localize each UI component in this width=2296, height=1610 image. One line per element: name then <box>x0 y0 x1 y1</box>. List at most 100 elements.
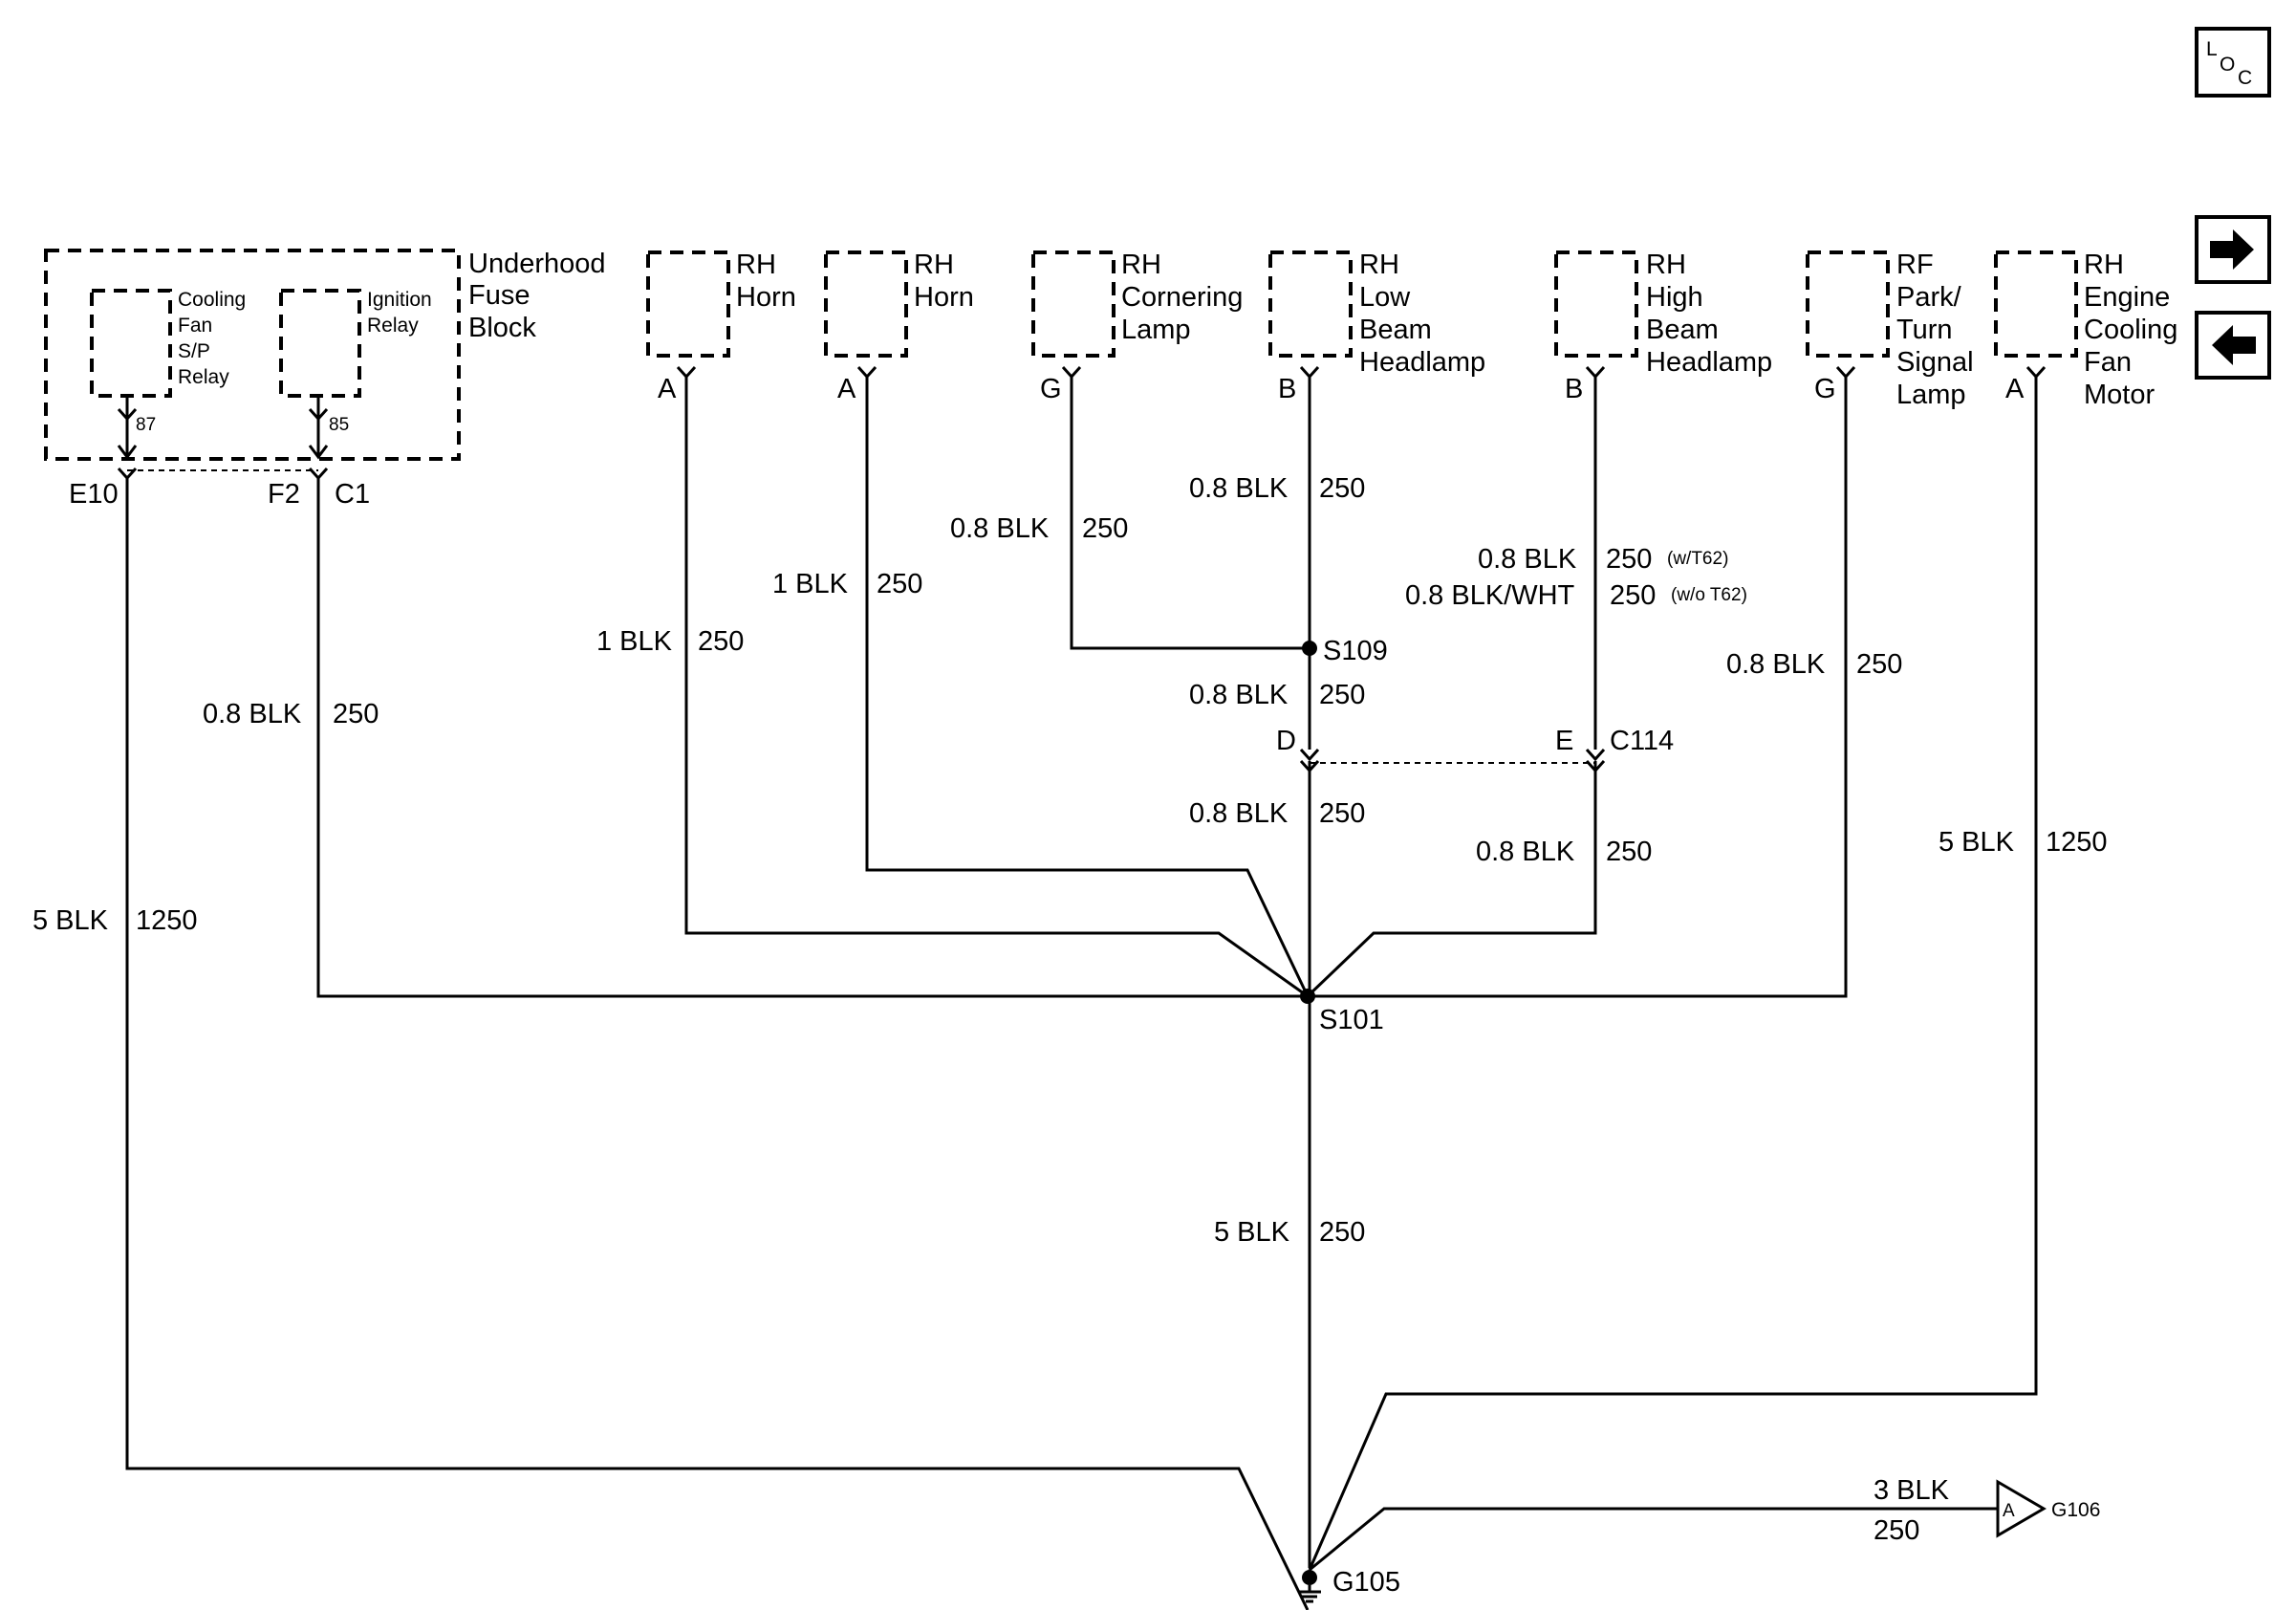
c114-label: C114 <box>1610 726 1674 756</box>
c114-pin-d: D <box>1276 726 1296 756</box>
splice-s101-dot <box>1300 989 1315 1004</box>
arrow-left-icon <box>2212 325 2256 365</box>
park-label-2: Park/ <box>1896 282 1962 313</box>
w-horn1-size: 1 BLK <box>596 626 673 657</box>
corner-label-1: RH <box>1121 250 1161 280</box>
w-high-bot-circuit: 250 <box>1606 837 1652 867</box>
w-horn1-circuit: 250 <box>698 626 744 657</box>
g106-label: G106 <box>2051 1499 2100 1521</box>
low-pin: B <box>1278 374 1296 404</box>
wire-labels: 5 BLK 1250 0.8 BLK 250 1 BLK 250 1 BLK 2… <box>32 473 2108 1546</box>
w-high-a-size: 0.8 BLK <box>1478 544 1577 575</box>
w-trunk-circuit: 250 <box>1319 1217 1365 1248</box>
loc-button[interactable]: L O C <box>2195 27 2271 98</box>
w-g106-size: 3 BLK <box>1874 1475 1950 1506</box>
splice-s109-label: S109 <box>1323 636 1388 666</box>
fan-label-3: Cooling <box>2084 315 2177 345</box>
prev-page-button[interactable] <box>2195 311 2271 380</box>
w-park-circuit: 250 <box>1856 649 1902 680</box>
w-park-size: 0.8 BLK <box>1726 649 1826 680</box>
w-high-b-size: 0.8 BLK/WHT <box>1405 580 1575 611</box>
connector-c114: D E C114 <box>1276 726 1674 773</box>
pin-87-label: 87 <box>136 415 156 435</box>
w-high-a-note: (w/T62) <box>1667 549 1728 569</box>
high-label-4: Headlamp <box>1646 347 1772 378</box>
w-high-a-circuit: 250 <box>1606 544 1652 575</box>
splice-s101-label: S101 <box>1319 1005 1384 1035</box>
g106-pin-label: A <box>2003 1501 2015 1521</box>
low-label-2: Low <box>1359 282 1411 313</box>
w-low-mid-size: 0.8 BLK <box>1189 680 1289 710</box>
fuse-block-label-3: Block <box>468 313 536 343</box>
underhood-fuse-block: Underhood Fuse Block Cooling Fan S/P Rel… <box>44 249 606 510</box>
conn-c1-label: C1 <box>335 479 370 510</box>
horn2-pin: A <box>837 374 856 404</box>
w-low-top-circuit: 250 <box>1319 473 1365 504</box>
w-fan-circuit: 1250 <box>2046 827 2108 858</box>
w-high-b-note: (w/o T62) <box>1671 585 1747 605</box>
w-e10-size: 5 BLK <box>32 905 109 936</box>
w-high-bot-size: 0.8 BLK <box>1476 837 1575 867</box>
corner-pin: G <box>1040 374 1062 404</box>
c114-pin-e: E <box>1555 726 1573 756</box>
splice-s109-dot <box>1302 641 1317 656</box>
cooling-fan-relay-box <box>90 289 172 398</box>
w-c1-size: 0.8 BLK <box>203 699 302 729</box>
fan-label-2: Engine <box>2084 282 2170 313</box>
low-label-1: RH <box>1359 250 1399 280</box>
fuse-block-label-2: Fuse <box>468 280 530 311</box>
w-low-bot-size: 0.8 BLK <box>1189 798 1289 829</box>
corner-label-3: Lamp <box>1121 315 1191 345</box>
ignition-relay-box <box>279 289 361 398</box>
low-label-4: Headlamp <box>1359 347 1485 378</box>
w-high-b-circuit: 250 <box>1610 580 1656 611</box>
corner-label-2: Cornering <box>1121 282 1243 313</box>
w-low-top-size: 0.8 BLK <box>1189 473 1289 504</box>
high-label-3: Beam <box>1646 315 1719 345</box>
fan-pin: A <box>2005 374 2025 404</box>
component-rh-low-beam-headlamp: RH Low Beam Headlamp B <box>1268 250 1485 404</box>
w-corner-circuit: 250 <box>1082 513 1128 544</box>
ground-g106-ref[interactable]: A G106 <box>1996 1479 2100 1538</box>
relay1-label-3: S/P <box>178 340 210 362</box>
relay2-label-1: Ignition <box>367 289 432 311</box>
component-rh-high-beam-headlamp: RH High Beam Headlamp B <box>1554 250 1772 404</box>
w-g106-circuit: 250 <box>1874 1515 1919 1546</box>
horn1-pin: A <box>658 374 677 404</box>
relay1-label-1: Cooling <box>178 289 246 311</box>
w-horn2-circuit: 250 <box>877 569 922 599</box>
w-fan-size: 5 BLK <box>1939 827 2015 858</box>
fan-label-4: Fan <box>2084 347 2132 378</box>
relay1-label-2: Fan <box>178 315 212 337</box>
component-rh-horn-2: RH Horn A <box>824 250 974 404</box>
w-corner-size: 0.8 BLK <box>950 513 1050 544</box>
horn2-label-2: Horn <box>914 282 974 313</box>
park-label-5: Lamp <box>1896 380 1966 410</box>
park-label-1: RF <box>1896 250 1934 280</box>
pin-85-label: 85 <box>329 415 349 435</box>
conn-e10-label: E10 <box>69 479 119 510</box>
fan-label-1: RH <box>2084 250 2124 280</box>
loc-letter-l: L <box>2206 38 2218 60</box>
fan-label-5: Motor <box>2084 380 2155 410</box>
relay2-label-2: Relay <box>367 315 419 337</box>
park-label-3: Turn <box>1896 315 1953 345</box>
component-rh-cornering-lamp: RH Cornering Lamp G <box>1031 250 1243 404</box>
horn1-label-2: Horn <box>736 282 796 313</box>
low-label-3: Beam <box>1359 315 1432 345</box>
horn2-label-1: RH <box>914 250 954 280</box>
ground-g105: G105 <box>1298 1567 1400 1603</box>
arrow-right-icon <box>2210 229 2254 270</box>
park-pin: G <box>1814 374 1836 404</box>
w-c1-circuit: 250 <box>333 699 379 729</box>
wire-paths <box>125 377 2038 1610</box>
loc-letter-c: C <box>2238 67 2252 89</box>
w-horn2-size: 1 BLK <box>772 569 849 599</box>
next-page-button[interactable] <box>2195 215 2271 284</box>
high-label-1: RH <box>1646 250 1686 280</box>
high-label-2: High <box>1646 282 1703 313</box>
relay1-label-4: Relay <box>178 366 229 388</box>
park-label-4: Signal <box>1896 347 1974 378</box>
component-rh-horn-1: RH Horn A <box>646 250 796 404</box>
